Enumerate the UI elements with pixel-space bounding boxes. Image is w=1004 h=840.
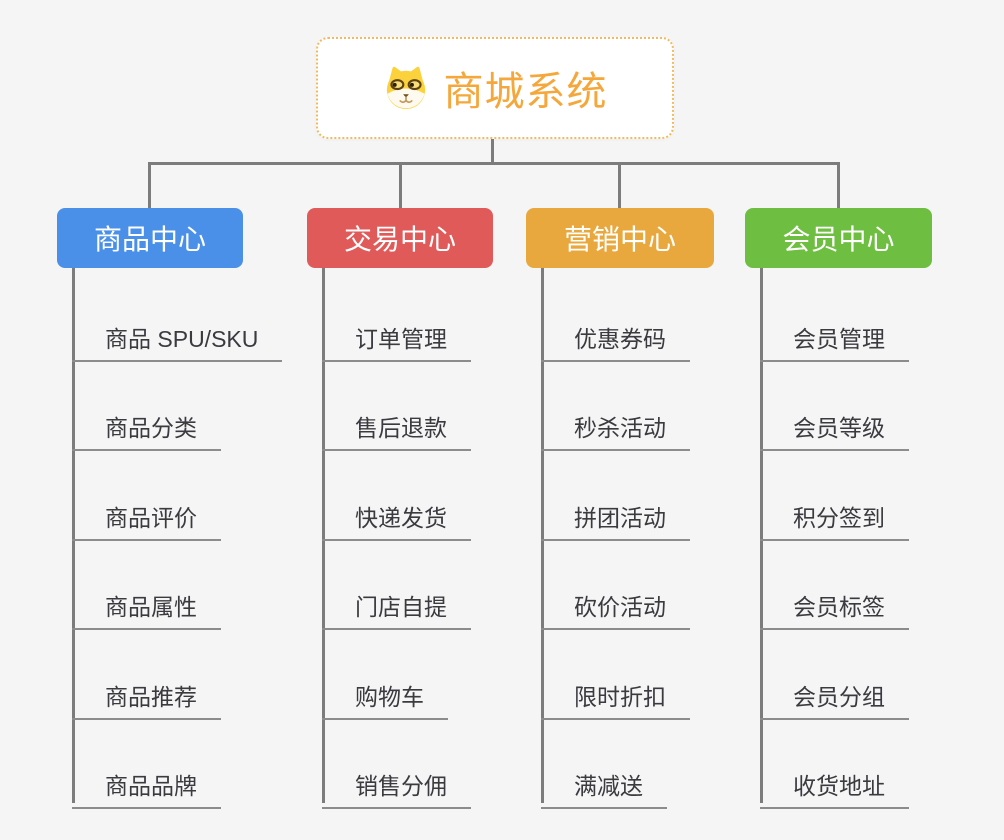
branch-trunk-4: [760, 268, 763, 803]
leaf-node[interactable]: 优惠券码: [541, 310, 690, 362]
root-node[interactable]: 商城系统: [316, 37, 674, 139]
connector-drop-3: [618, 162, 621, 208]
leaf-node[interactable]: 会员管理: [760, 310, 909, 362]
leaf-node[interactable]: 会员分组: [760, 668, 909, 720]
connector-drop-1: [148, 162, 151, 208]
leaf-node[interactable]: 商品分类: [72, 399, 221, 451]
root-title: 商城系统: [443, 70, 608, 114]
branch-node-product-center[interactable]: 商品中心: [57, 208, 243, 268]
leaf-node[interactable]: 砍价活动: [541, 578, 690, 630]
leaf-node[interactable]: 销售分佣: [322, 757, 471, 809]
leaf-node[interactable]: 商品 SPU/SKU: [72, 310, 283, 362]
leaf-node[interactable]: 门店自提: [322, 578, 471, 630]
leaf-node[interactable]: 会员等级: [760, 399, 909, 451]
leaf-node[interactable]: 会员标签: [760, 578, 909, 630]
branch-trunk-2: [322, 268, 325, 803]
leaf-node[interactable]: 快递发货: [322, 489, 471, 541]
branch-node-trade-center[interactable]: 交易中心: [307, 208, 493, 268]
leaf-node[interactable]: 商品推荐: [72, 668, 221, 720]
leaf-node[interactable]: 商品评价: [72, 489, 221, 541]
leaf-node[interactable]: 拼团活动: [541, 489, 690, 541]
leaf-node[interactable]: 购物车: [322, 668, 448, 720]
branch-trunk-3: [541, 268, 544, 803]
connector-root-stem: [491, 139, 494, 165]
leaf-node[interactable]: 售后退款: [322, 399, 471, 451]
connector-drop-4: [837, 162, 840, 208]
connector-horizontal-bar: [148, 162, 840, 165]
connector-drop-2: [399, 162, 402, 208]
shiba-dog-icon: [386, 66, 425, 110]
branch-node-member-center[interactable]: 会员中心: [745, 208, 932, 268]
leaf-node[interactable]: 满减送: [541, 757, 667, 809]
leaf-node[interactable]: 订单管理: [322, 310, 471, 362]
leaf-node[interactable]: 积分签到: [760, 489, 909, 541]
branch-node-marketing-center[interactable]: 营销中心: [526, 208, 714, 268]
leaf-node[interactable]: 商品属性: [72, 578, 221, 630]
leaf-node[interactable]: 限时折扣: [541, 668, 690, 720]
leaf-node[interactable]: 秒杀活动: [541, 399, 690, 451]
leaf-node[interactable]: 收货地址: [760, 757, 909, 809]
leaf-node[interactable]: 商品品牌: [72, 757, 221, 809]
branch-trunk-1: [72, 268, 75, 803]
